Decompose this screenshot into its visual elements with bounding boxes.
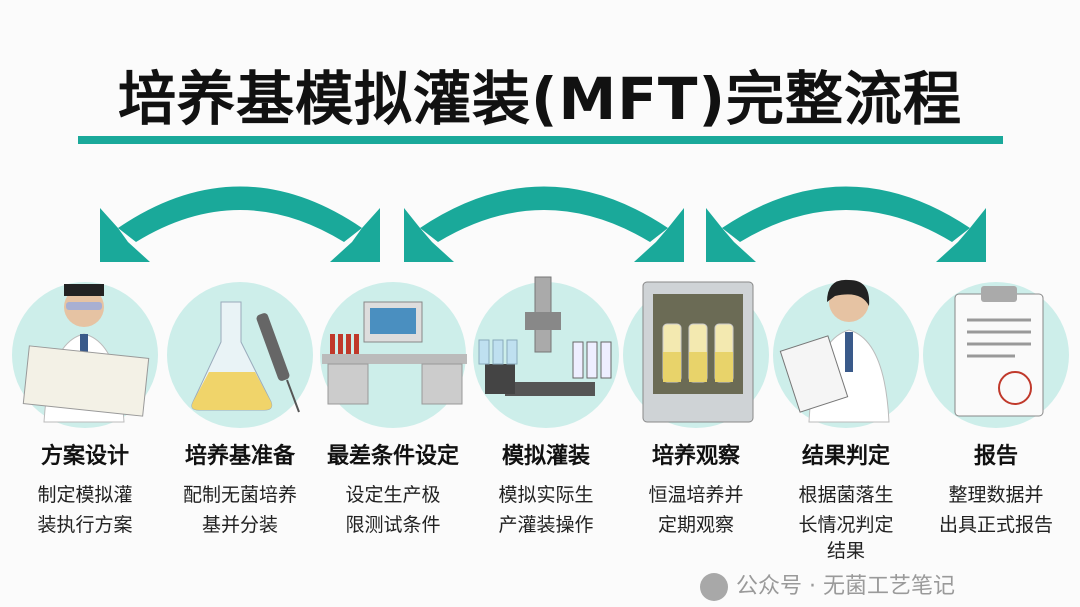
step-title: 培养观察 [651,444,740,469]
report-clipboard-icon [954,286,1044,417]
step-description: 整理数据并出具正式报告 [938,484,1053,536]
step-illustration [167,282,313,428]
watermark: 公众号 · 无菌工艺笔记 [700,573,955,601]
incubator-icon [642,281,754,423]
step-illustration [623,281,769,428]
wechat-icon [700,573,728,601]
step-title: 最差条件设定 [326,444,459,469]
step-illustration [12,282,158,428]
step-title: 报告 [973,444,1018,469]
step-description: 配制无菌培养基并分装 [182,484,297,536]
step-title: 结果判定 [801,444,890,469]
step-illustration [923,282,1069,428]
step-illustration [773,279,919,428]
scientist-clipboard-icon [779,279,890,423]
step-description: 设定生产极限测试条件 [345,484,441,536]
engineer-blueprint-icon [22,284,150,423]
step-description: 恒温培养并定期观察 [648,484,744,536]
double-arrow-icon [404,186,684,262]
double-arrow-icon [706,186,986,262]
step-illustration [320,282,467,428]
step-description: 模拟实际生产灌装操作 [498,484,594,536]
lab-bench-icon [322,301,467,405]
watermark-text: 公众号 · 无菌工艺笔记 [736,574,955,599]
filling-machine-icon [478,276,612,396]
step-description: 根据菌落生长情况判定结果 [798,484,894,562]
step-title: 方案设计 [40,444,129,469]
step-worst-case: 最差条件设定 设定生产极限测试条件 [313,282,473,540]
step-title: 培养基准备 [184,444,295,469]
step-simulated-filling: 模拟灌装 模拟实际生产灌装操作 [466,276,626,540]
step-medium-prep: 培养基准备 配制无菌培养基并分装 [160,282,320,540]
step-title: 模拟灌装 [501,444,590,469]
flask-pipette-icon [191,301,300,413]
step-judgement: 结果判定 根据菌落生长情况判定结果 [766,279,926,566]
title-underline [78,136,1003,144]
page-title: 培养基模拟灌装(MFT)完整流程 [118,65,962,133]
step-incubation: 培养观察 恒温培养并定期观察 [616,281,776,540]
step-design: 方案设计 制定模拟灌装执行方案 [5,282,165,540]
step-illustration [473,276,619,428]
flow-arrows [100,186,986,262]
step-description: 制定模拟灌装执行方案 [37,484,133,536]
double-arrow-icon [100,186,380,262]
step-report: 报告 整理数据并出具正式报告 [916,282,1076,540]
